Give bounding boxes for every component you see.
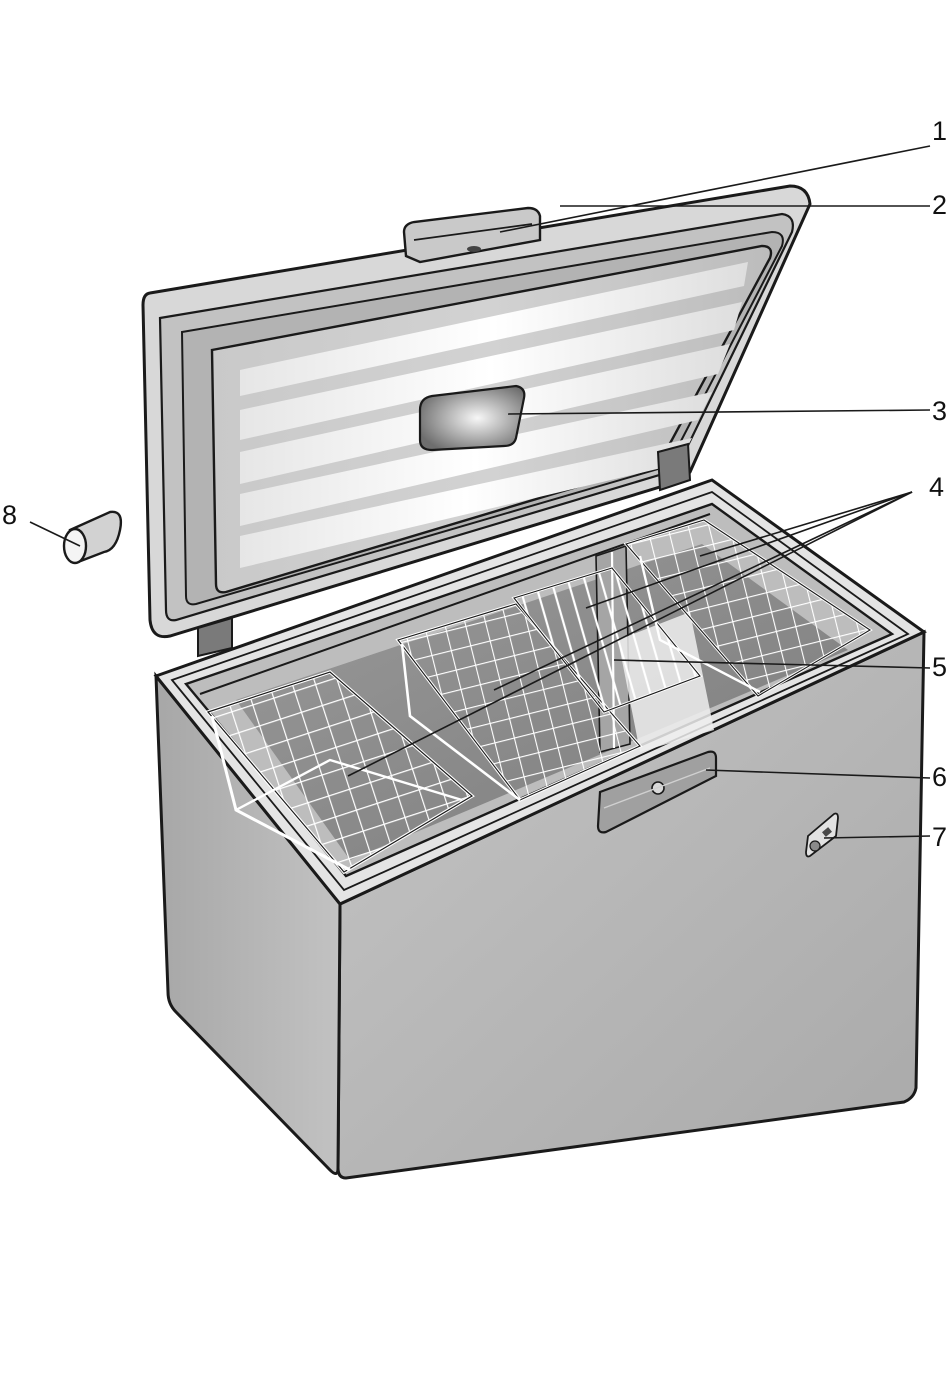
callout-4: 4	[929, 472, 944, 502]
callout-3: 3	[932, 396, 947, 426]
callout-7: 7	[932, 822, 947, 852]
drain-plug-accessory	[64, 512, 121, 563]
interior-lamp	[420, 386, 524, 450]
callout-6: 6	[932, 762, 947, 792]
callout-2: 2	[932, 190, 947, 220]
lock-keyhole	[467, 246, 481, 252]
callout-8: 8	[2, 500, 17, 530]
callout-1: 1	[932, 116, 947, 146]
callout-5: 5	[932, 652, 947, 682]
right-hinge	[658, 444, 690, 490]
